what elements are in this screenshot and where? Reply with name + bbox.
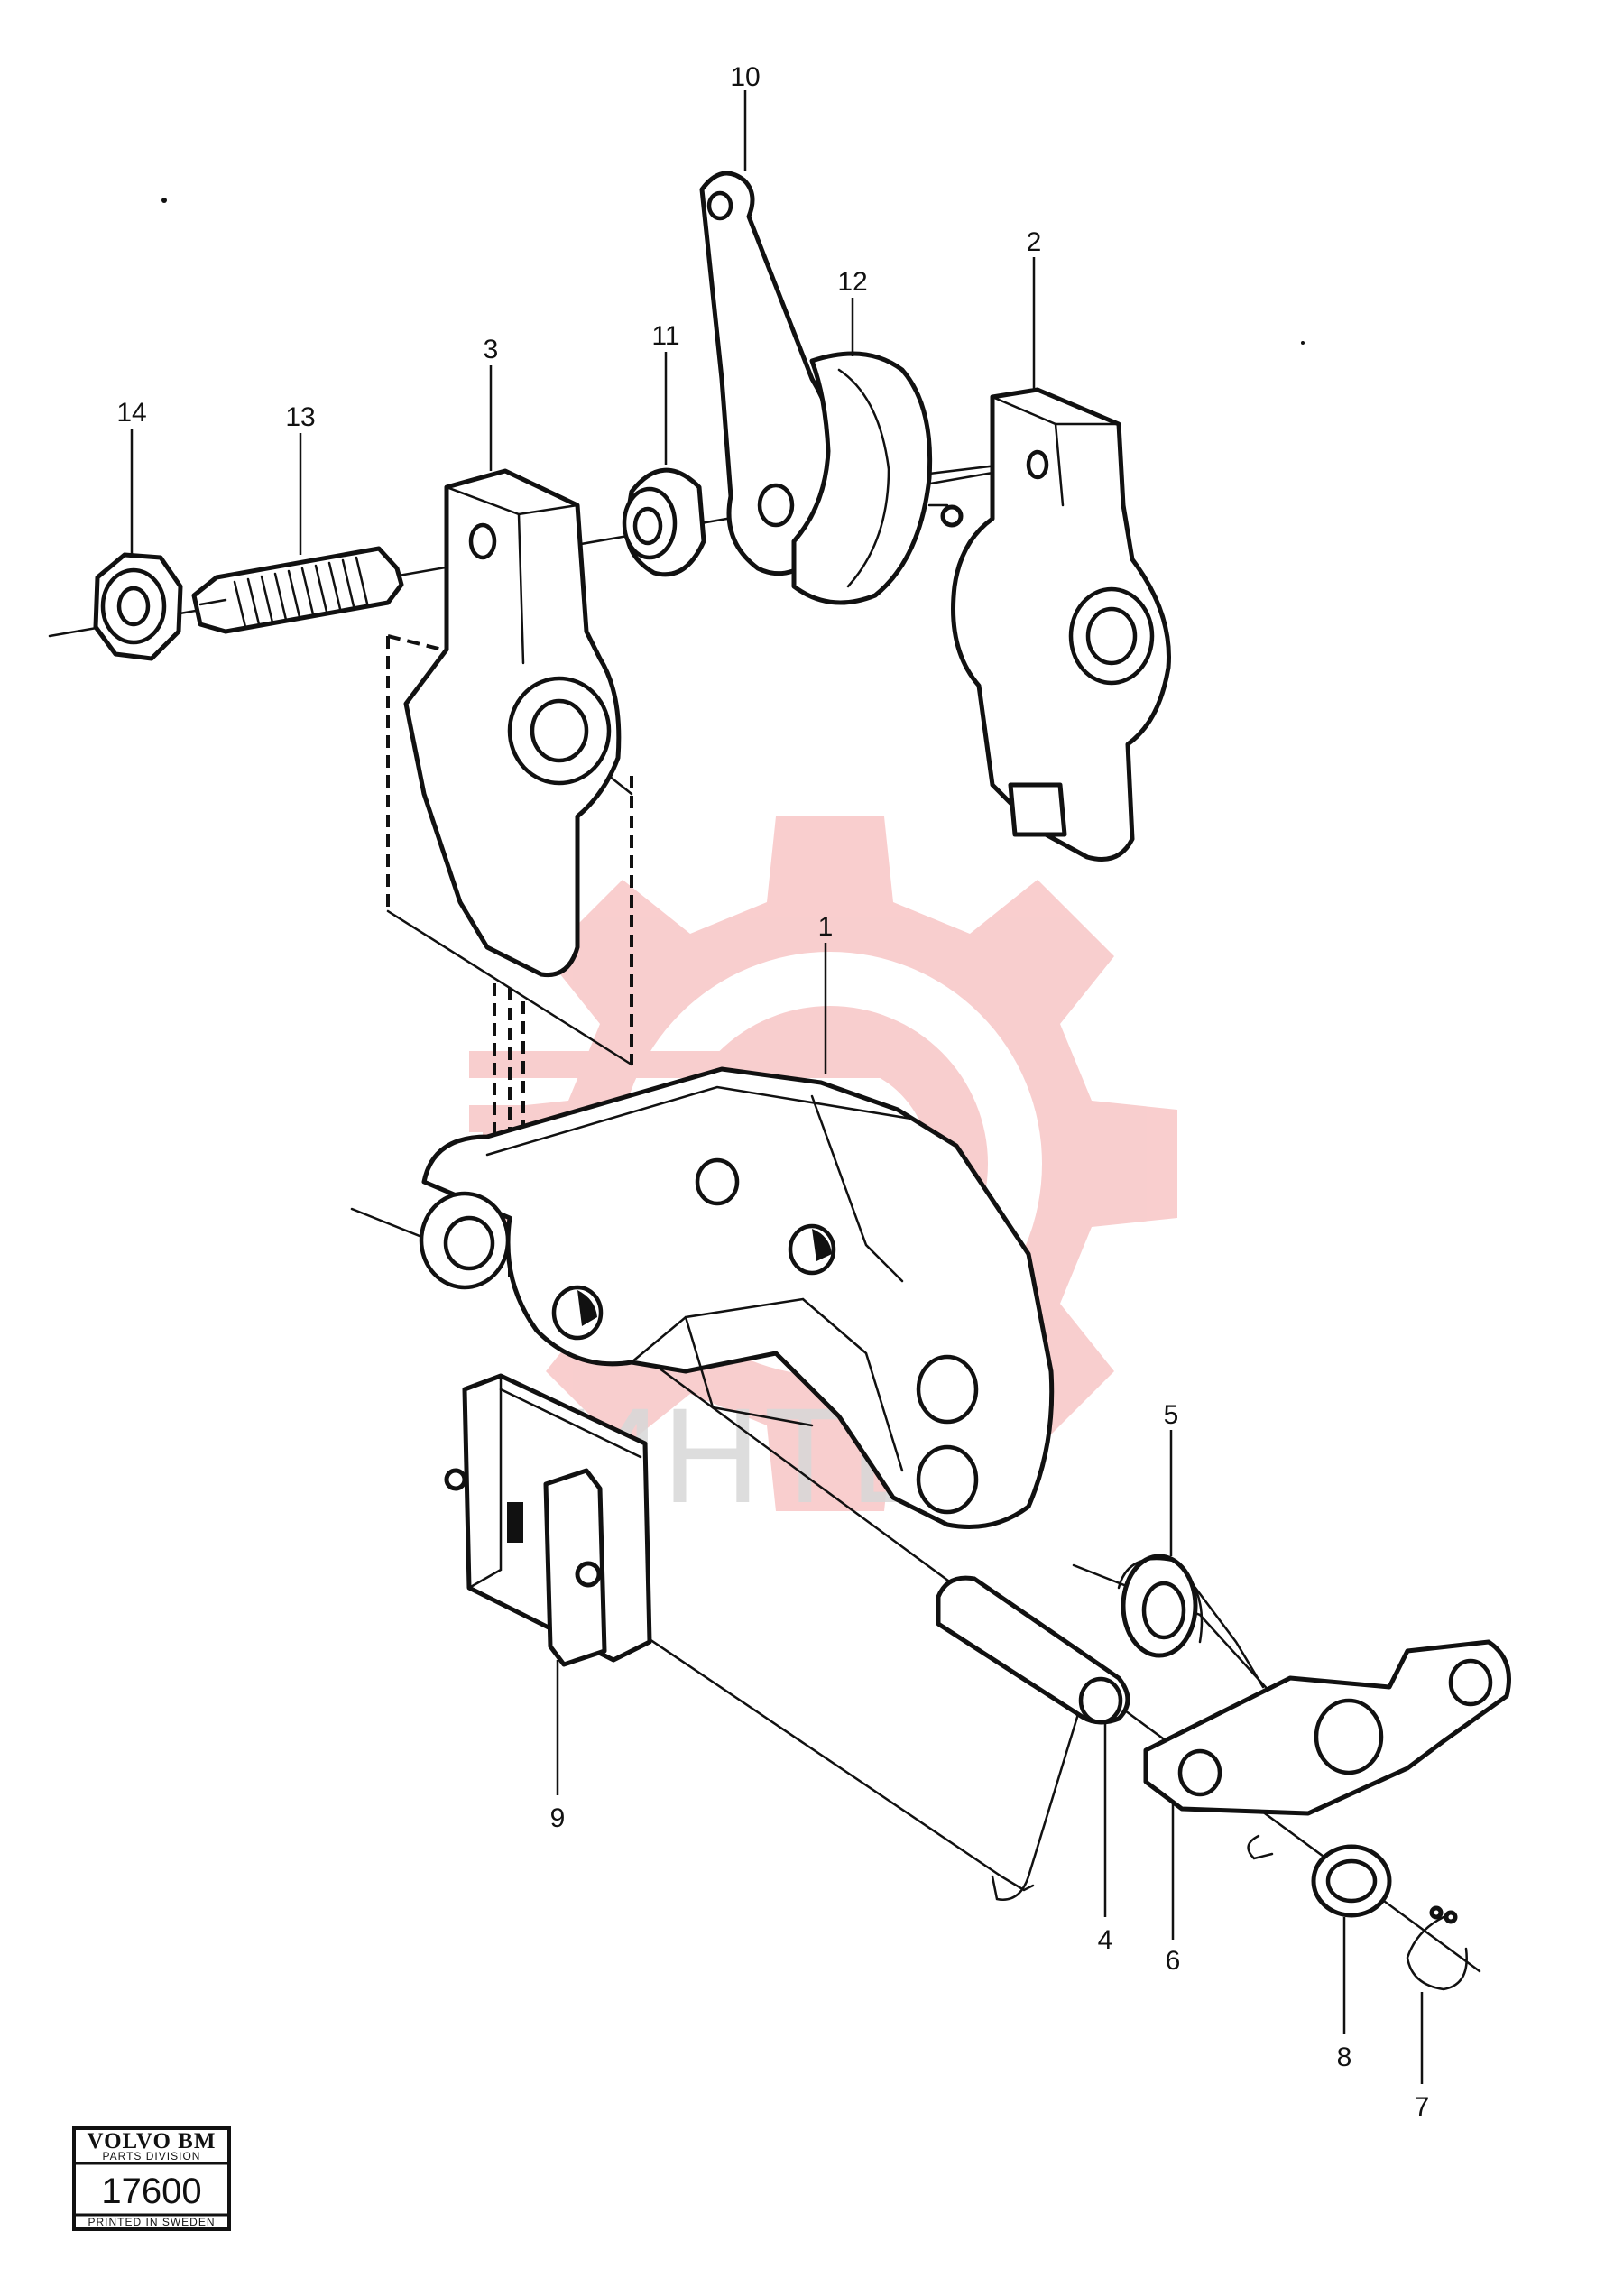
- callout-13: 13: [285, 402, 315, 432]
- title-block-division: PARTS DIVISION: [103, 2150, 201, 2162]
- print-speck: [1301, 341, 1305, 345]
- part-14-hex-nut: [93, 552, 183, 661]
- part-7-circlip: [1406, 1905, 1468, 1991]
- title-block-footer: PRINTED IN SWEDEN: [88, 2216, 215, 2228]
- part-12-hub: [791, 351, 964, 605]
- part-3-lever-block: [403, 468, 622, 978]
- part-1-main-body: [419, 1066, 1055, 1529]
- part-13-threaded-stud: [191, 546, 404, 634]
- callout-2: 2: [1027, 227, 1042, 257]
- callout-14: 14: [116, 398, 146, 428]
- callout-4: 4: [1098, 1925, 1113, 1955]
- print-speck: [161, 198, 167, 203]
- callout-11: 11: [651, 321, 679, 351]
- title-block-brand: VOLVO BM: [88, 2129, 217, 2153]
- callout-6: 6: [1166, 1946, 1181, 1976]
- callout-8: 8: [1337, 2042, 1352, 2072]
- part-11-bushing: [622, 467, 706, 577]
- callout-leader-lines: [130, 90, 1424, 2084]
- part-5-spring: [1117, 1554, 1265, 1689]
- callout-10: 10: [730, 62, 760, 92]
- callout-3: 3: [484, 335, 499, 364]
- small-clip: [1247, 1834, 1274, 1860]
- callout-9: 9: [550, 1803, 566, 1833]
- callout-5: 5: [1164, 1400, 1179, 1430]
- callout-12: 12: [837, 267, 867, 297]
- title-block: VOLVO BM PARTS DIVISION 17600 PRINTED IN…: [72, 2126, 231, 2231]
- part-6-plate: [1143, 1639, 1511, 1816]
- part-9-slide-block: [444, 1373, 652, 1667]
- part-2-bracket: [951, 387, 1171, 862]
- title-block-number: 17600: [101, 2172, 201, 2211]
- part-8-washer: [1311, 1844, 1392, 1918]
- callout-1: 1: [818, 912, 834, 942]
- spring-wire: [991, 1712, 1080, 1901]
- callout-7: 7: [1415, 2092, 1430, 2122]
- part-4-pin: [936, 1575, 1130, 1725]
- callout-labels: 10 2 12 11 3 13 14 1 5 9 4 6 8 7: [116, 62, 1429, 2122]
